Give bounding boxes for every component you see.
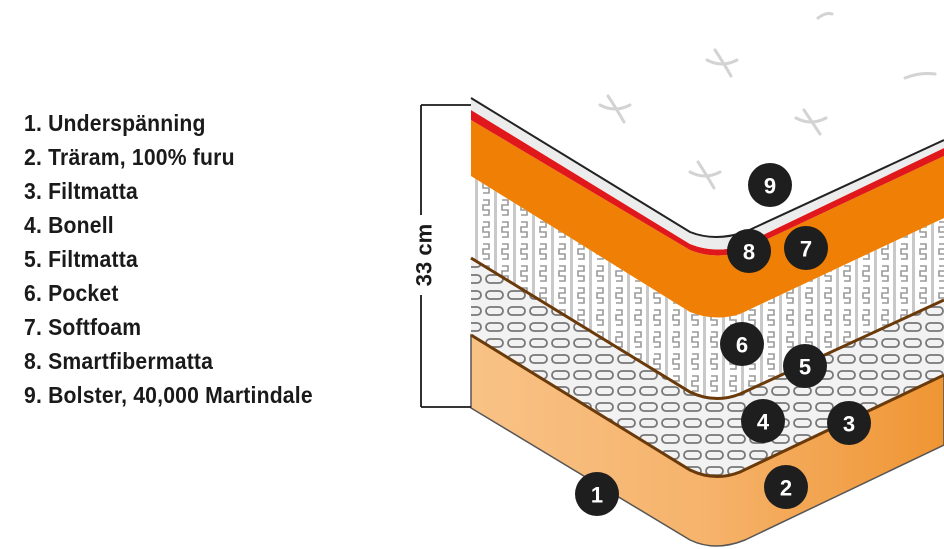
badge-1: 1 [575, 472, 619, 516]
svg-text:3: 3 [843, 412, 855, 437]
svg-text:1: 1 [591, 483, 603, 508]
svg-text:4: 4 [757, 410, 770, 435]
layer-bonell [471, 258, 944, 477]
badge-7: 7 [784, 226, 828, 270]
badge-8: 8 [727, 229, 771, 273]
legend-item-2: 2. Träram, 100% furu [24, 144, 235, 170]
height-label: 33 cm [412, 224, 437, 286]
layer-legend: 1. Underspänning 2. Träram, 100% furu 3.… [24, 106, 338, 412]
felt-line-lower [470, 333, 944, 478]
badge-9: 9 [748, 163, 792, 207]
legend-item-6: 6. Pocket [24, 280, 119, 306]
badge-4: 4 [741, 399, 785, 443]
badge-6: 6 [720, 322, 764, 366]
legend-item-5: 5. Filtmatta [24, 246, 138, 272]
quilt-stitch-icons [598, 12, 937, 190]
svg-text:8: 8 [743, 240, 755, 265]
legend-item-4: 4. Bonell [24, 212, 114, 238]
svg-text:9: 9 [764, 174, 776, 199]
legend-item-7: 7. Softfoam [24, 314, 142, 340]
badge-3: 3 [827, 401, 871, 445]
legend-item-1: 1. Underspänning [24, 110, 206, 136]
badge-5: 5 [783, 344, 827, 388]
badge-2: 2 [764, 465, 808, 509]
layer-softfoam [471, 120, 944, 318]
svg-text:2: 2 [780, 476, 792, 501]
felt-line-upper [470, 256, 944, 400]
bolster-top-surface [471, 0, 944, 237]
legend-item-8: 8. Smartfibermatta [24, 348, 214, 374]
svg-text:5: 5 [799, 355, 811, 380]
svg-text:6: 6 [736, 333, 748, 358]
legend-item-9: 9. Bolster, 40,000 Martindale [24, 382, 313, 408]
svg-text:7: 7 [800, 237, 812, 262]
legend-item-3: 3. Filtmatta [24, 178, 138, 204]
layer-pocket [471, 176, 944, 399]
